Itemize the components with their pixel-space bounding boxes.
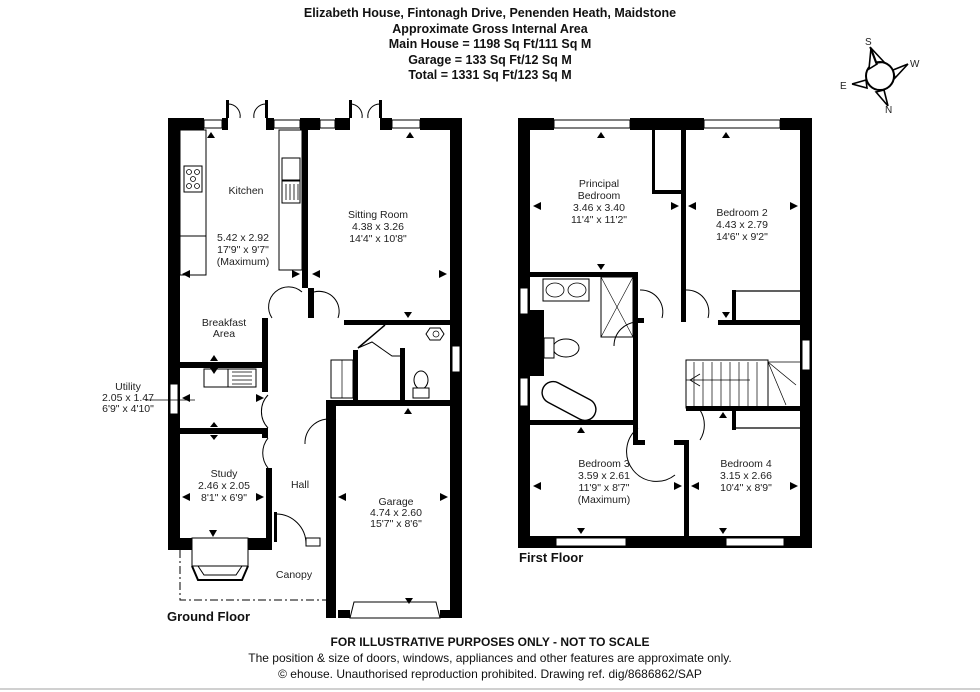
- compass-east-label: E: [840, 81, 847, 92]
- kitchen-label: Kitchen: [228, 185, 263, 197]
- study-metric: 2.46 x 2.05: [198, 480, 250, 492]
- garage-area: Garage = 133 Sq Ft/12 Sq M: [408, 52, 572, 67]
- hall-label: Hall: [291, 479, 309, 491]
- bedroom-3-label: Bedroom 3: [578, 458, 630, 470]
- garage-label: Garage: [378, 496, 413, 508]
- ground-floor-plan: Kitchen 5.42 x 2.92 17'9" x 9'7" (Maximu…: [102, 100, 462, 624]
- disclaimer-text: FOR ILLUSTRATIVE PURPOSES ONLY - NOT TO …: [330, 635, 650, 649]
- area-subtitle: Approximate Gross Internal Area: [392, 21, 588, 36]
- bedroom-4-metric: 3.15 x 2.66: [720, 470, 772, 482]
- breakfast-label: Breakfast: [202, 317, 246, 329]
- property-address: Elizabeth House, Fintonagh Drive, Penend…: [303, 6, 677, 20]
- bedroom-2-label: Bedroom 2: [716, 207, 768, 219]
- principal-bedroom-label-2: Bedroom: [578, 190, 621, 202]
- bedroom-4-label: Bedroom 4: [720, 458, 772, 470]
- bedroom-2-metric: 4.43 x 2.79: [716, 219, 768, 231]
- first-floor-label: First Floor: [519, 550, 583, 565]
- principal-bedroom-imperial: 11'4" x 11'2": [571, 214, 627, 226]
- canopy-label: Canopy: [276, 569, 313, 581]
- utility-imperial: 6'9" x 4'10": [102, 403, 154, 415]
- principal-bedroom-label: Principal: [579, 178, 619, 190]
- plan-header: Elizabeth House, Fintonagh Drive, Penend…: [0, 6, 980, 84]
- sitting-room-label: Sitting Room: [348, 209, 408, 221]
- total-area: Total = 1331 Sq Ft/123 Sq M: [408, 68, 572, 82]
- garage-imperial: 15'7" x 8'6": [370, 518, 422, 530]
- compass-south-label: S: [865, 37, 872, 48]
- first-floor-plan: Principal Bedroom 3.46 x 3.40 11'4" x 11…: [518, 118, 812, 565]
- utility-metric: 2.05 x 1.47: [102, 392, 154, 404]
- kitchen-metric: 5.42 x 2.92: [217, 232, 269, 244]
- ground-floor-label: Ground Floor: [167, 609, 250, 624]
- bedroom-2-imperial: 14'6" x 9'2": [716, 231, 768, 243]
- compass-north-label: N: [885, 105, 892, 116]
- study-imperial: 8'1" x 6'9": [201, 492, 247, 504]
- bedroom-3-imperial: 11'9" x 8'7": [579, 482, 630, 494]
- bedroom-3-metric: 3.59 x 2.61: [578, 470, 630, 482]
- copyright-text: © ehouse. Unauthorised reproduction proh…: [278, 667, 702, 681]
- plan-footer: FOR ILLUSTRATIVE PURPOSES ONLY - NOT TO …: [0, 634, 980, 682]
- compass-rose-icon: S W E N: [840, 37, 920, 116]
- principal-bedroom-metric: 3.46 x 3.40: [573, 202, 625, 214]
- garage-metric: 4.74 x 2.60: [370, 507, 422, 519]
- bedroom-4-imperial: 10'4" x 8'9": [720, 482, 772, 494]
- utility-label: Utility: [115, 381, 141, 393]
- approximation-note: The position & size of doors, windows, a…: [248, 651, 732, 665]
- sitting-room-metric: 4.38 x 3.26: [352, 221, 404, 233]
- sitting-room-imperial: 14'4" x 10'8": [349, 233, 407, 245]
- main-house-area: Main House = 1198 Sq Ft/111 Sq M: [388, 37, 592, 51]
- study-label: Study: [211, 468, 239, 480]
- kitchen-imperial: 17'9" x 9'7": [217, 244, 269, 256]
- breakfast-label-2: Area: [213, 328, 235, 340]
- compass-west-label: W: [910, 59, 920, 70]
- bedroom-3-note: (Maximum): [578, 494, 631, 506]
- kitchen-note: (Maximum): [217, 256, 270, 268]
- bottom-divider: [0, 688, 980, 690]
